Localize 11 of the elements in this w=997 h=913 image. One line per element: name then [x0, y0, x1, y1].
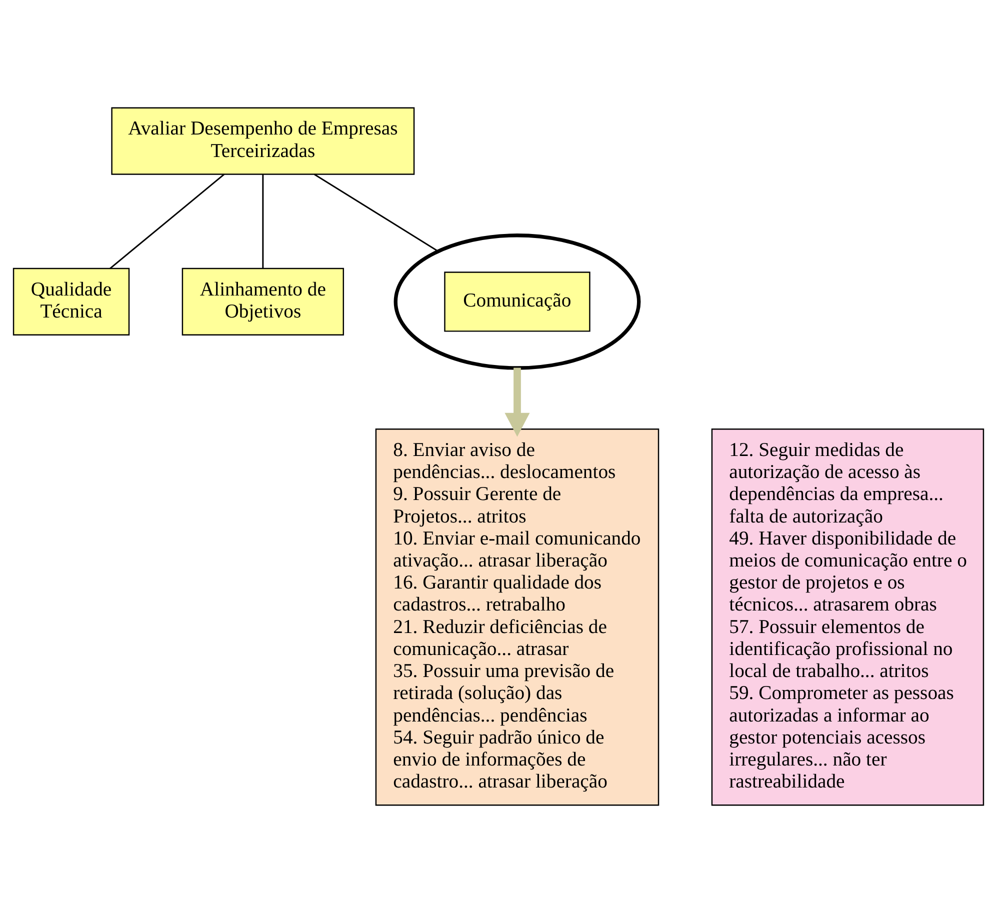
- node-box: 8. Enviar aviso de pendências... deslocamentos 9. Possuir Gerente de Projetos... atritos 10. Enviar e-mail comunicando ativação... atrasar liberação 16. Garantir qualidade dos cadastros... retrabalho 21. Reduzir deficiências de comunicação... atrasar 35. Possuir uma previsão de retirada (solução) das pendências... pendências 54. Seguir padrão único de envio de informações de cadastro... atrasar liberação: [375, 428, 660, 806]
- node-text: Comunicação: [463, 289, 572, 312]
- connector: [262, 174, 264, 269]
- connector: [314, 174, 439, 252]
- arrow: [504, 368, 530, 437]
- node-box: 12. Seguir medidas de autorização de acesso às dependências da empresa... falta de autorização 49. Haver disponibilidade de meios de comunicação entre o gestor de projetos e os técnicos... atrasarem obras 57. Possuir elementos de identificação profissional no local de trabalho... atritos 59. Comprometer as pessoas autorizadas a informar ao gestor potenciais acessos irregulares... não ter rastreabilidade: [711, 428, 984, 806]
- cluster: [394, 234, 641, 370]
- connector: [110, 174, 225, 270]
- node-box: Qualidade Técnica: [12, 268, 130, 336]
- node-box: Avaliar Desempenho de Empresas Terceirizadas: [111, 107, 415, 175]
- node-box: Alinhamento de Objetivos: [182, 268, 344, 336]
